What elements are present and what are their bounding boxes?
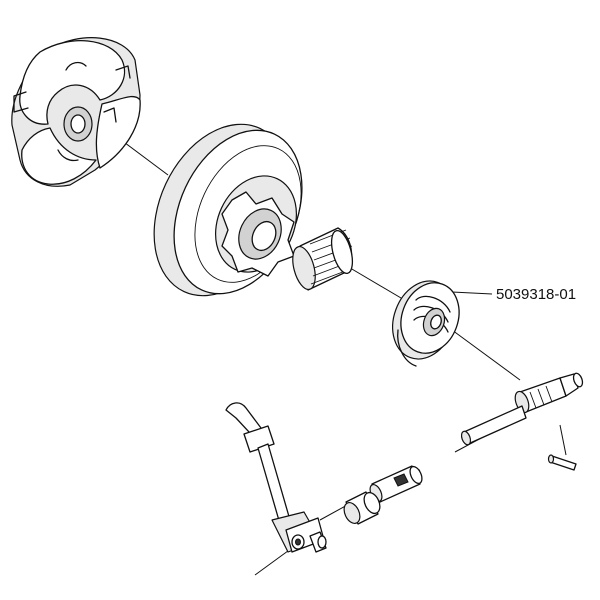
bushing [343, 491, 381, 525]
part-callout: 5039318-01 [496, 286, 576, 303]
oil-pump-lever [225, 402, 327, 553]
clutch-assembly [11, 37, 141, 187]
needle-bearing [292, 227, 354, 291]
pin [547, 454, 577, 471]
part-number-label: 5039318-01 [496, 286, 576, 303]
splined-shaft [460, 372, 584, 446]
clutch-drum [153, 123, 303, 297]
worm-gear-part [392, 280, 460, 367]
